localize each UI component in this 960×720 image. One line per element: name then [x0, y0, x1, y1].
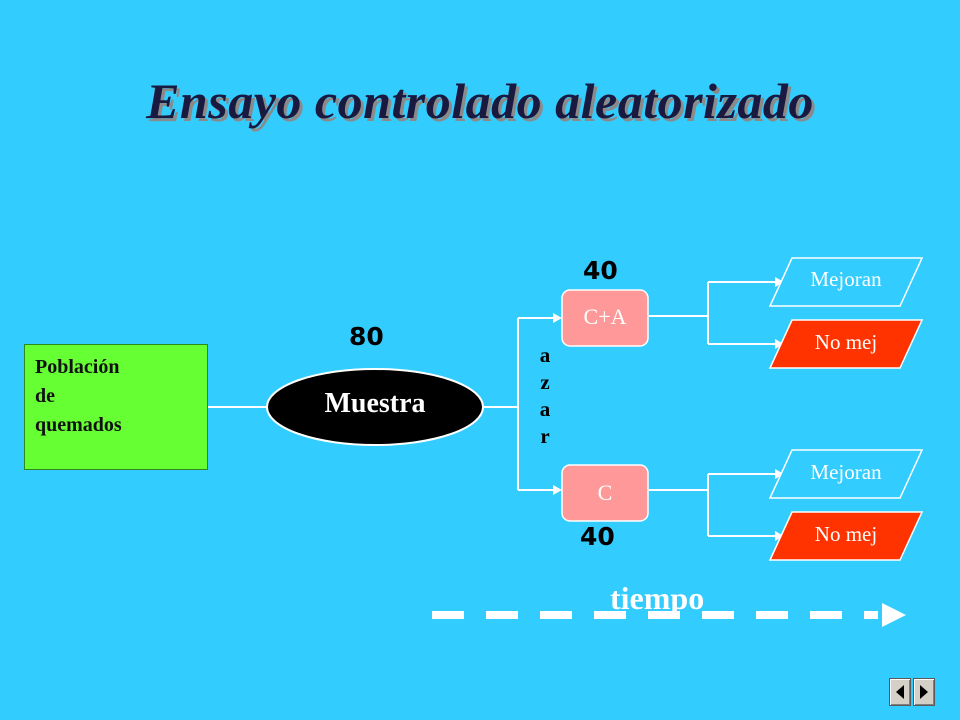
azar-label: a z a r: [539, 343, 551, 448]
group-c-label: C: [597, 480, 613, 505]
muestra-label: Muestra: [324, 388, 426, 419]
muestra-count: 80: [349, 322, 384, 351]
group-c-count: 40: [580, 522, 615, 551]
outcome-mejoran-label-1: Mejoran: [810, 267, 882, 291]
prev-slide-button[interactable]: [889, 678, 911, 706]
prev-arrow-icon: [896, 685, 904, 699]
poblacion-box: Población de quemados: [24, 344, 208, 470]
poblacion-line-1: Población: [35, 356, 120, 378]
time-arrow-head: [882, 603, 906, 627]
page-title: Ensayo controlado aleatorizado: [146, 73, 814, 129]
group-ca-label: C+A: [583, 304, 627, 329]
outcome-mejoran-1: [768, 257, 924, 307]
outcome-mejoran-label-2: Mejoran: [810, 460, 882, 484]
outcome-nomej-label-1: No mej: [814, 330, 878, 354]
outcome-nomej-2: [768, 511, 924, 561]
group-ca-box: [561, 289, 649, 347]
outcome-nomej-label-2: No mej: [814, 522, 878, 546]
group-c-box: [561, 464, 649, 522]
outcome-mejoran-2: [768, 449, 924, 499]
next-arrow-icon: [920, 685, 928, 699]
poblacion-line-2: de: [35, 385, 55, 407]
group-ca-count: 40: [583, 256, 618, 285]
next-slide-button[interactable]: [913, 678, 935, 706]
outcome-nomej-1: [768, 319, 924, 369]
tiempo-label: tiempo: [610, 580, 705, 616]
poblacion-line-3: quemados: [35, 414, 122, 436]
